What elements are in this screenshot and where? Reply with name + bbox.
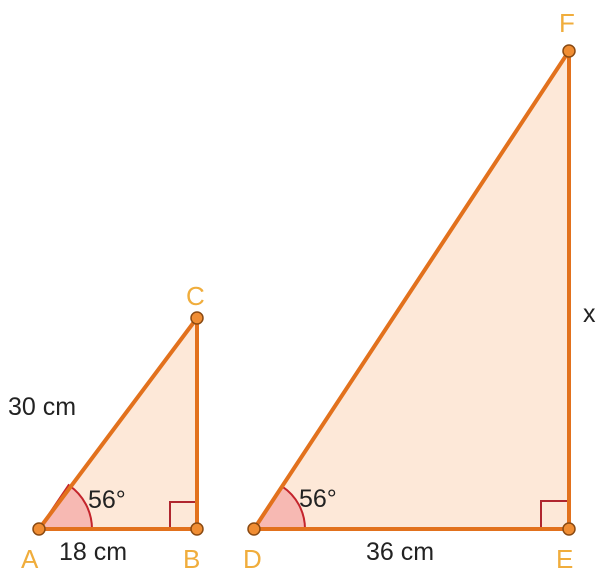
hypotenuse-ac-label: 30 cm (8, 393, 76, 421)
vertex-label-a: A (21, 544, 39, 574)
point-c[interactable] (190, 311, 204, 325)
triangle-def-outline (252, 49, 571, 531)
point-f[interactable] (562, 44, 576, 58)
side-ef-label: x (583, 300, 596, 328)
vertex-label-c: C (186, 281, 205, 311)
point-d[interactable] (247, 522, 261, 536)
point-b[interactable] (190, 522, 204, 536)
right-angle-e-marker (540, 500, 569, 529)
vertex-label-d: D (243, 544, 262, 574)
angle-a-label: 56° (88, 486, 126, 514)
vertex-label-f: F (559, 8, 575, 38)
vertex-label-b: B (183, 544, 200, 574)
vertex-label-e: E (556, 544, 573, 574)
point-a[interactable] (32, 522, 46, 536)
triangle-abc-outline (37, 316, 199, 531)
base-de-label: 36 cm (366, 538, 434, 566)
right-angle-b-marker (169, 501, 197, 529)
point-e[interactable] (562, 522, 576, 536)
angle-d-label: 56° (299, 485, 337, 513)
base-ab-label: 18 cm (59, 538, 127, 566)
